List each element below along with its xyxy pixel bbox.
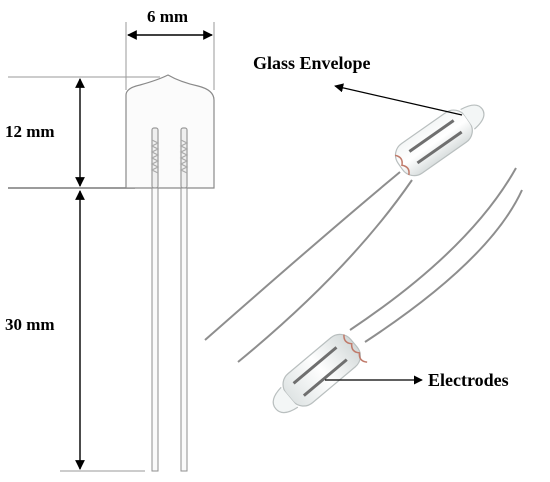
head-height-label: 12 mm [5, 122, 55, 141]
upper-lamp [204, 104, 485, 363]
lamp-head-outline [125, 74, 215, 189]
upper-lamp-lead-1 [204, 171, 401, 341]
glass-envelope-label: Glass Envelope [253, 53, 371, 73]
electrodes-callout: Electrodes [325, 370, 509, 390]
drawing-leads [151, 187, 188, 472]
glass-envelope-callout: Glass Envelope [253, 53, 463, 116]
lower-lamp [272, 167, 523, 414]
lead-length-label: 30 mm [5, 315, 55, 334]
upper-lamp-bulb [394, 109, 473, 177]
lower-lamp-lead-2 [364, 189, 523, 343]
electrodes-label: Electrodes [428, 370, 509, 390]
glass-envelope-arrow [334, 83, 463, 116]
upper-lamp-lead-2 [237, 179, 413, 363]
dimension-drawing: 6 mm 12 mm 30 mm [5, 7, 215, 472]
lower-lamp-lead-1 [349, 167, 517, 331]
width-label: 6 mm [147, 7, 188, 26]
